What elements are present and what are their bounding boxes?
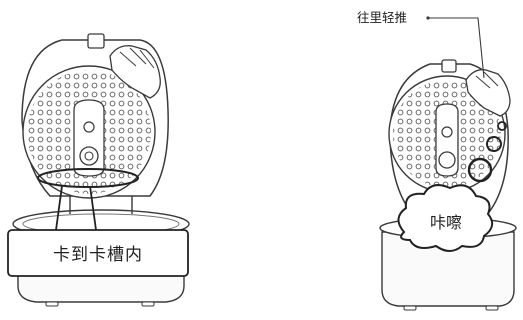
sound-bubble-text: 咔嚓 xyxy=(430,213,462,232)
motion-ring-medium xyxy=(486,136,502,152)
right-callout-text: 往里轻推 xyxy=(357,10,407,25)
left-callout-box xyxy=(7,229,189,277)
right-valve-bottom xyxy=(438,151,456,169)
hand-icon xyxy=(465,69,511,117)
right-foot-1 xyxy=(403,305,417,311)
right-valve-top xyxy=(441,126,453,138)
left-valve-top xyxy=(83,121,95,133)
left-latch-tab xyxy=(87,33,105,49)
left-foot-1 xyxy=(45,301,59,307)
push-pointer-line xyxy=(428,17,485,79)
left-slot-highlight xyxy=(37,168,139,188)
right-cooker: 往里轻推 咔嚓 xyxy=(357,10,517,311)
left-pointer-lines xyxy=(55,185,97,231)
hand-icon xyxy=(109,45,161,99)
cloud-bubble-icon xyxy=(397,184,494,252)
left-foot-2 xyxy=(141,301,155,307)
motion-ring-small xyxy=(497,121,507,131)
left-valve-bottom xyxy=(79,146,99,166)
right-latch-tab xyxy=(441,59,457,73)
motion-ring-large xyxy=(467,157,493,183)
left-hinge xyxy=(69,196,133,214)
right-cooker-body xyxy=(381,231,515,307)
left-cooker: 卡到卡槽内 xyxy=(7,33,190,307)
right-foot-2 xyxy=(485,305,499,311)
left-callout-text: 卡到卡槽内 xyxy=(53,245,143,265)
